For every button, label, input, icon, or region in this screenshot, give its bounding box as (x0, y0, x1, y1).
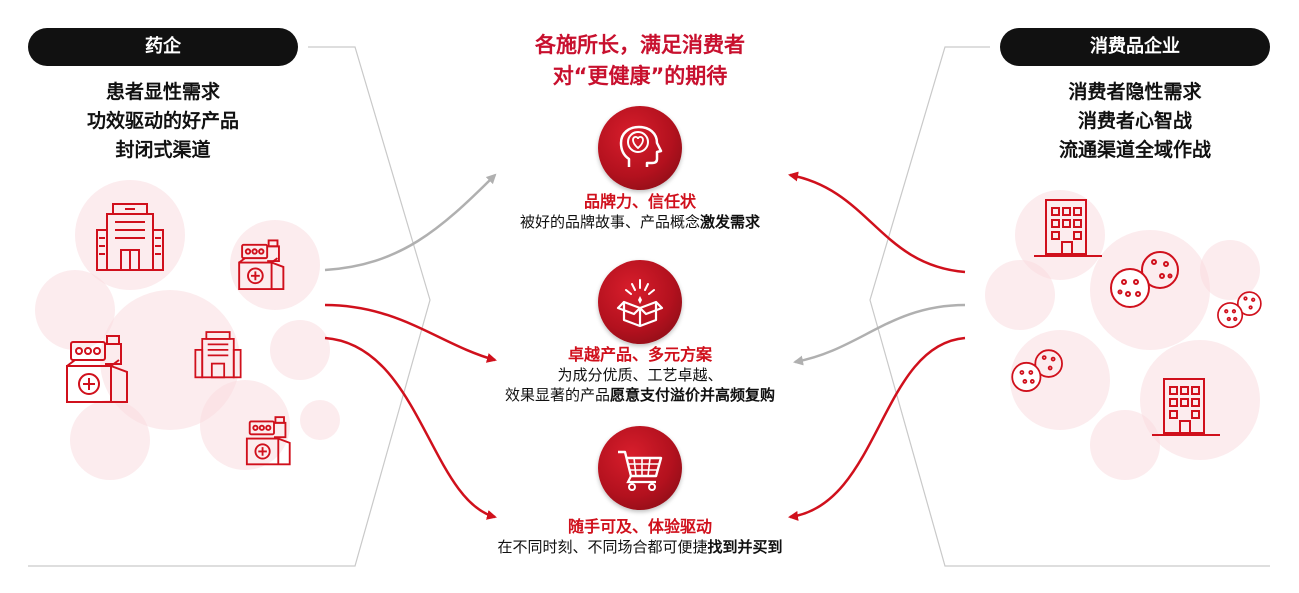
bg-bubble (300, 400, 340, 440)
cookie-icon (1110, 251, 1179, 308)
feature-line: 效果显著的产品愿意支付溢价并高频复购 (504, 386, 776, 404)
center-title-line: 对“更健康”的期待 (552, 64, 728, 88)
right-label-pill: 消费品企业 (1000, 28, 1270, 66)
left-arrow-grey (324, 173, 497, 272)
cookie-icon (1217, 291, 1262, 329)
right-line: 消费者心智战 (1077, 110, 1192, 132)
right-frame-line (869, 46, 1270, 567)
left-description: 患者显性需求 功效驱动的好产品 封闭式渠道 (28, 78, 298, 165)
right-arrow-red-bottom (788, 336, 966, 521)
right-label: 消费品企业 (1090, 36, 1180, 57)
bg-bubble (1090, 410, 1160, 480)
left-line: 封闭式渠道 (115, 139, 211, 161)
feature-line: 为成分优质、工艺卓越、 (557, 366, 723, 384)
hospital-icon (96, 203, 164, 271)
bg-bubble (70, 400, 150, 480)
left-line: 功效驱动的好产品 (86, 110, 239, 132)
medicine-box-icon (245, 416, 291, 466)
channel-badge (598, 426, 682, 510)
office-building-icon (1152, 378, 1220, 436)
bg-bubble (35, 270, 115, 350)
right-arrow-grey (793, 303, 966, 366)
feature-line: 被好的品牌故事、产品概念激发需求 (519, 213, 761, 231)
right-description: 消费者隐性需求 消费者心智战 流通渠道全域作战 (1000, 78, 1270, 165)
center-title-line: 各施所长，满足消费者 (535, 33, 745, 57)
left-line: 患者显性需求 (105, 81, 220, 103)
bg-bubble (75, 180, 185, 290)
left-arrow-red-bottom (324, 336, 497, 520)
feature-head: 卓越产品、多元方案 (567, 345, 712, 364)
bg-bubble (1200, 240, 1260, 300)
feature-head: 品牌力、信任状 (583, 192, 696, 211)
feature-product: 卓越产品、多元方案 为成分优质、工艺卓越、 效果显著的产品愿意支付溢价并高频复购 (380, 344, 900, 405)
open-box-icon (616, 279, 664, 328)
hospital-icon (194, 331, 242, 379)
heart-head-icon (619, 125, 663, 167)
product-badge (598, 260, 682, 344)
bg-bubble (230, 220, 320, 310)
medicine-box-icon (66, 335, 128, 403)
bg-bubble (985, 260, 1055, 330)
office-building-icon (1034, 199, 1102, 257)
bg-bubble (270, 320, 330, 380)
left-arrow-red-middle (324, 303, 497, 363)
center-title: 各施所长，满足消费者 对“更健康”的期待 (410, 30, 870, 92)
left-frame-line (28, 46, 431, 567)
bg-bubble (1090, 230, 1210, 350)
shopping-cart-icon (618, 450, 663, 491)
left-label: 药企 (145, 36, 181, 57)
feature-brand: 品牌力、信任状 被好的品牌故事、产品概念激发需求 (380, 191, 900, 232)
feature-line: 在不同时刻、不同场合都可便捷找到并买到 (497, 538, 783, 556)
right-line: 流通渠道全域作战 (1058, 139, 1211, 161)
bg-bubble (200, 380, 290, 470)
left-label-pill: 药企 (28, 28, 298, 66)
right-arrow-red-top (788, 171, 966, 274)
right-line: 消费者隐性需求 (1068, 81, 1202, 103)
feature-head: 随手可及、体验驱动 (567, 517, 712, 536)
feature-channel: 随手可及、体验驱动 在不同时刻、不同场合都可便捷找到并买到 (380, 516, 900, 557)
brand-badge (598, 106, 682, 190)
medicine-box-icon (238, 239, 285, 291)
cookie-icon (1011, 349, 1063, 392)
